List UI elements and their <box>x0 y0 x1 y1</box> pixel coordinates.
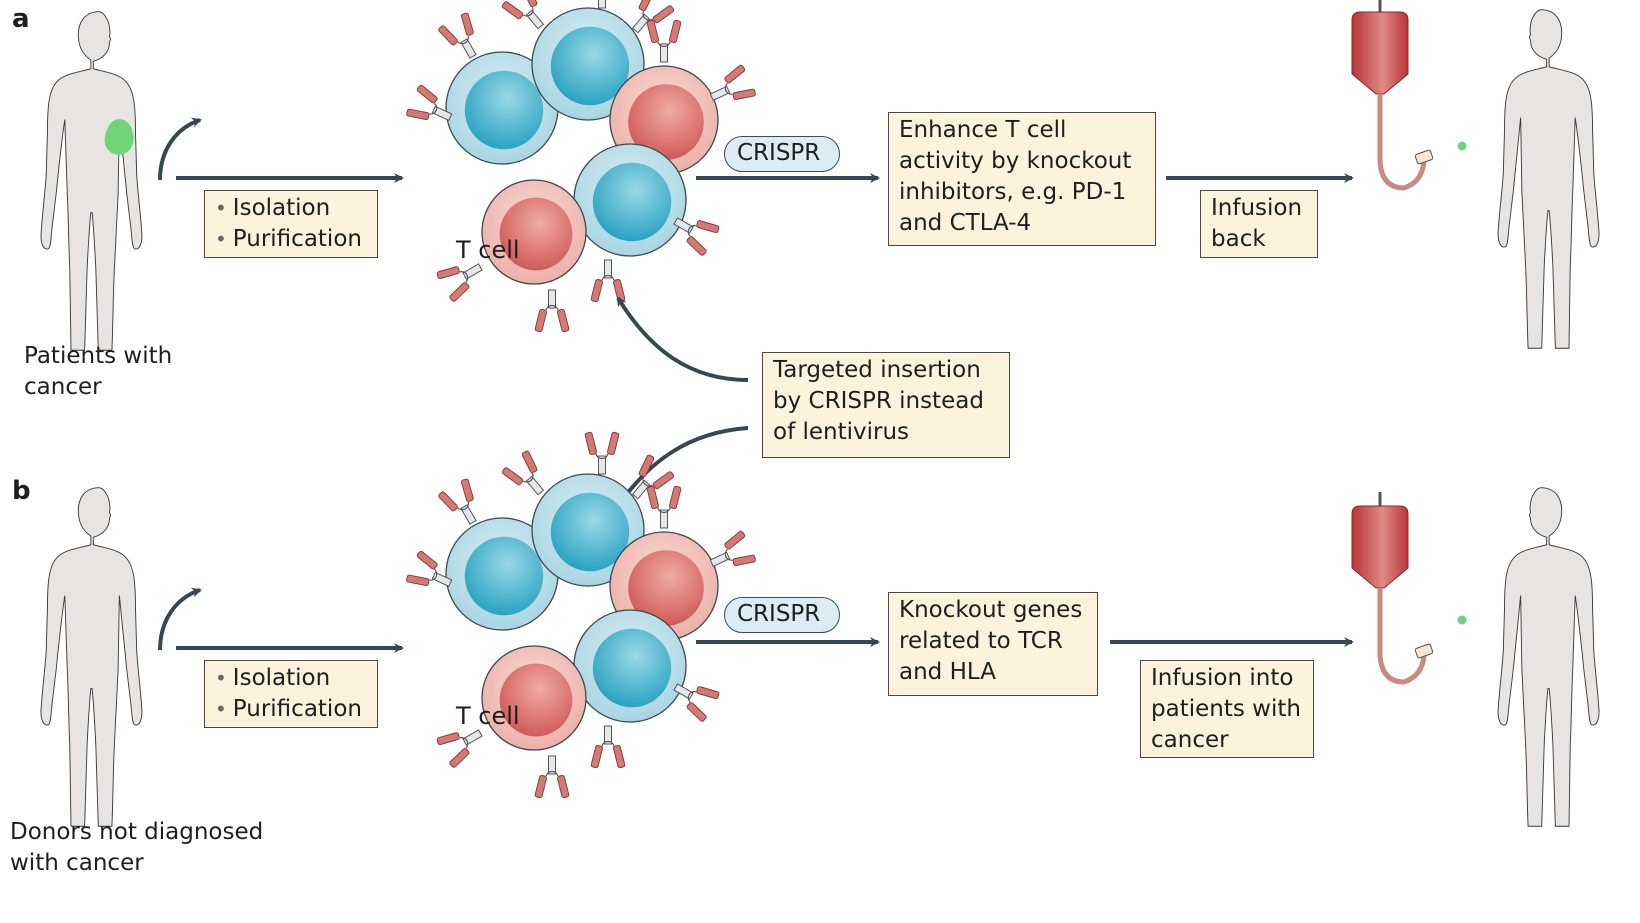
panel-a-step2-line-4: and CTLA-4 <box>899 210 1032 236</box>
panel-a-cell-4-blue-nucleus <box>592 162 672 242</box>
panel-a-source-line-2: cancer <box>24 374 102 400</box>
panel-b-recipient-figure-silhouette <box>1497 487 1600 827</box>
panel-a-cell-2-blue-nucleus <box>550 26 630 106</box>
panel-b-crispr-pill: CRISPR <box>724 597 840 633</box>
panel-a-step2-line-2: activity by knockout <box>899 148 1132 174</box>
panel-b-recipient-tumor-icon <box>1457 615 1467 625</box>
panel-b-source-line-2: with cancer <box>10 850 144 876</box>
panel-b-cell-2-blue-nucleus <box>550 492 630 572</box>
panel-a-isolation-box: Isolation Purification <box>204 190 378 258</box>
panel-b-iv-catheter-icon <box>1414 643 1434 659</box>
panel-b-donor-figure <box>40 487 143 827</box>
panel-b-step3-line-2: patients with <box>1151 696 1301 722</box>
panel-a-crispr-pill: CRISPR <box>724 136 840 172</box>
panel-a-infusion-box: Infusion back <box>1200 190 1318 258</box>
panel-a-blood-bag-icon <box>1351 11 1409 95</box>
panel-a-letter: a <box>12 4 30 34</box>
panel-b-step3-line-1: Infusion into <box>1151 665 1294 691</box>
panel-b-cell-5-red-nucleus <box>499 663 573 737</box>
panel-a-tumor-icon <box>104 119 134 155</box>
panel-a-source-label: Patients with cancer <box>24 341 172 403</box>
panel-a-tcell-label: T cell <box>456 236 520 264</box>
panel-b-step3-line-3: cancer <box>1151 727 1229 753</box>
panel-a-step2-line-1: Enhance T cell <box>899 117 1067 143</box>
panel-b-blood-bag-icon <box>1351 505 1409 589</box>
panel-a-patient-figure-silhouette <box>40 11 143 351</box>
panel-b-step2-line-2: related to TCR <box>899 628 1063 654</box>
panel-a-iv-tube-icon <box>1377 94 1427 191</box>
panel-b-receptor-icon-9 <box>590 725 626 769</box>
panel-a-step1-item-2: Purification <box>215 224 367 255</box>
panel-b-step1-item-2: Purification <box>215 694 367 725</box>
panel-a-recipient-tumor-icon <box>1457 141 1467 151</box>
panel-b-step2-line-1: Knockout genes <box>899 597 1083 623</box>
panel-b-extract-arrow <box>158 587 202 651</box>
panel-b-iv-tube-icon <box>1377 588 1427 685</box>
panel-a-step3-line-1: Infusion <box>1211 195 1303 221</box>
targeted-insertion-note: Targeted insertion by CRISPR instead of … <box>762 352 1010 458</box>
note-line-3: of lentivirus <box>773 419 910 445</box>
panel-a-step3-line-2: back <box>1211 226 1266 252</box>
panel-b-receptor-icon-11 <box>534 755 570 799</box>
panel-b-source-label: Donors not diagnosed with cancer <box>10 817 263 879</box>
panel-b-letter: b <box>12 476 31 506</box>
panel-b-tcell-label: T cell <box>456 702 520 730</box>
panel-a-recipient-figure <box>1497 9 1600 349</box>
panel-b-cell-1-blue-nucleus <box>464 536 544 616</box>
panel-b-cell-4-blue-nucleus <box>592 628 672 708</box>
panel-b-cell-3-red-nucleus <box>628 550 704 626</box>
panel-b-donor-figure-silhouette <box>40 487 143 827</box>
panel-a-extract-arrow <box>158 117 202 181</box>
panel-b-isolation-box: Isolation Purification <box>204 660 378 728</box>
panel-a-enhance-box: Enhance T cell activity by knockout inhi… <box>888 112 1156 246</box>
panel-b-step2-line-3: and HLA <box>899 659 996 685</box>
panel-b-knockout-box: Knockout genes related to TCR and HLA <box>888 592 1098 696</box>
note-to-panel-a-arrow <box>616 296 749 382</box>
panel-a-cell-3-red-nucleus <box>628 84 704 160</box>
panel-b-receptor-icon-6 <box>646 485 682 529</box>
panel-a-patient-figure <box>40 11 143 351</box>
panel-a-receptor-icon-9 <box>590 259 626 303</box>
panel-a-step2-line-3: inhibitors, e.g. PD-1 <box>899 179 1127 205</box>
panel-b-source-line-1: Donors not diagnosed <box>10 819 264 845</box>
panel-b-recipient-figure <box>1497 487 1600 827</box>
panel-a-cell-5-red-nucleus <box>499 197 573 271</box>
panel-a-receptor-icon-11 <box>534 289 570 333</box>
panel-b-receptor-icon-4 <box>584 431 620 475</box>
panel-a-receptor-icon-4 <box>584 0 620 9</box>
panel-a-step1-item-1: Isolation <box>215 193 367 224</box>
panel-a-receptor-icon-6 <box>646 19 682 63</box>
panel-a-source-line-1: Patients with <box>24 343 173 369</box>
panel-a-recipient-figure-silhouette <box>1497 9 1600 349</box>
panel-b-infusion-box: Infusion into patients with cancer <box>1140 660 1314 758</box>
note-line-2: by CRISPR instead <box>773 388 984 414</box>
panel-b-step1-item-1: Isolation <box>215 663 367 694</box>
note-line-1: Targeted insertion <box>773 357 981 383</box>
panel-a-cell-1-blue-nucleus <box>464 70 544 150</box>
panel-a-iv-catheter-icon <box>1414 149 1434 165</box>
